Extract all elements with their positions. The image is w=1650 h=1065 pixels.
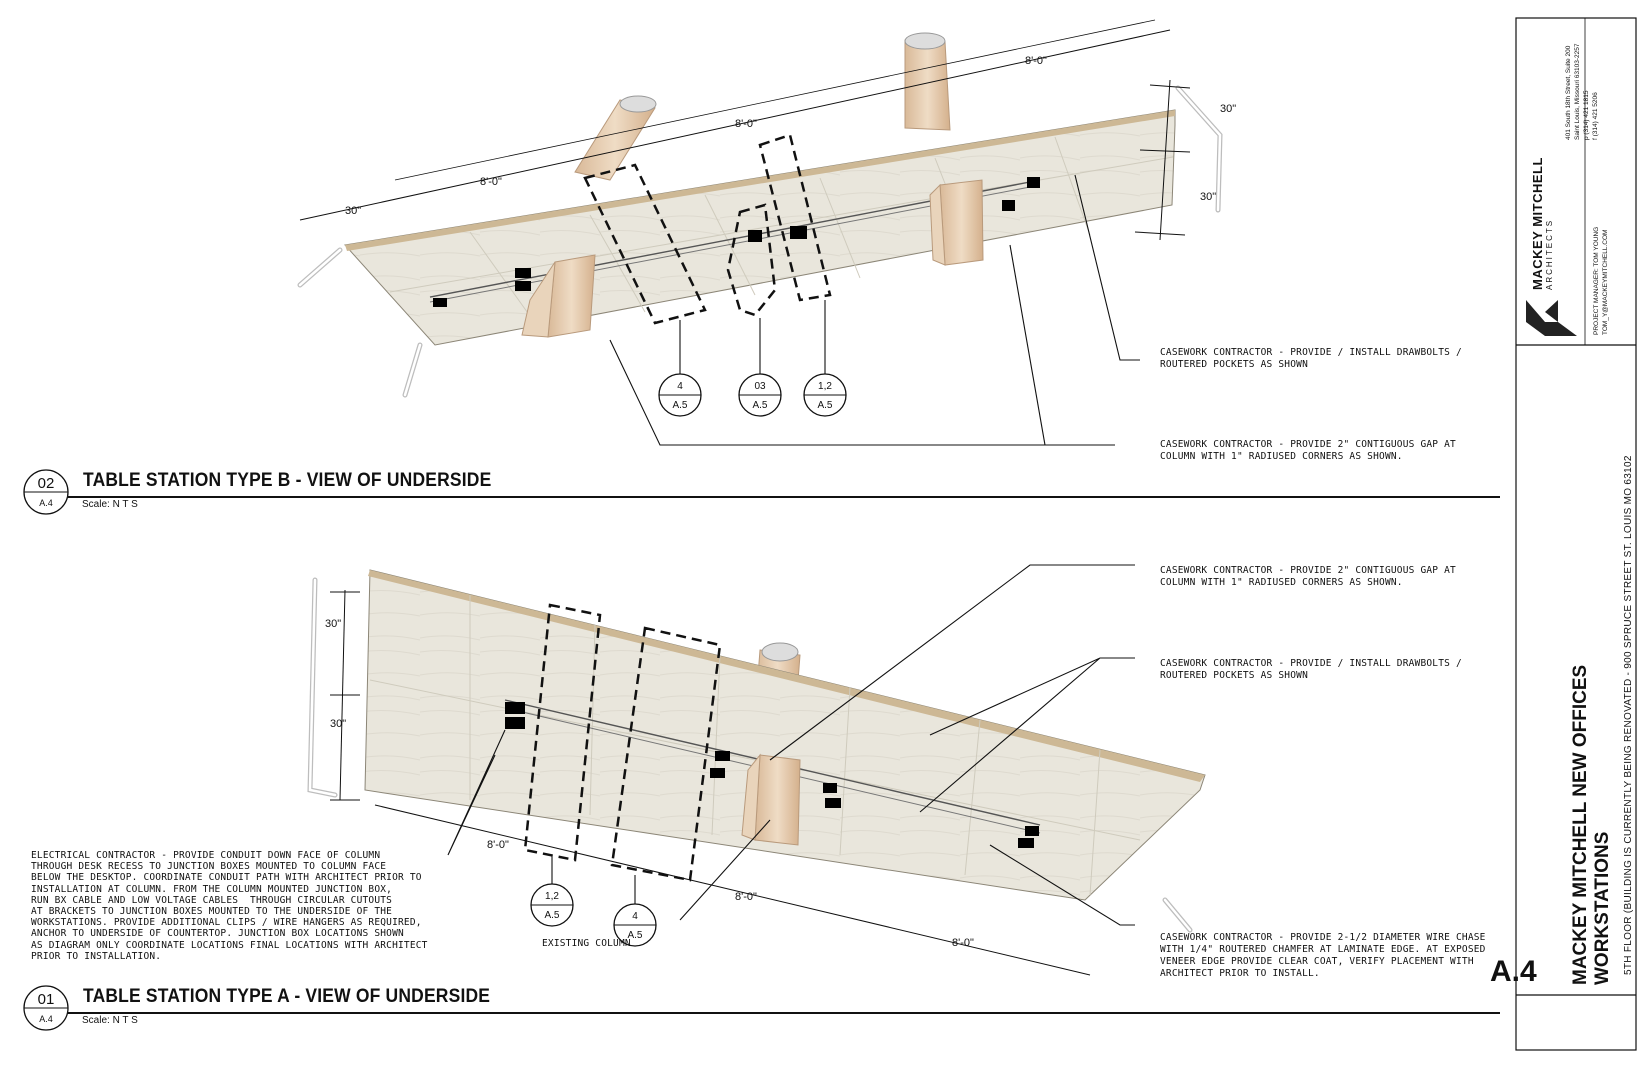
view-a-dim-8ft-3: 8'-0": [952, 937, 974, 949]
view-a-note-existing-column: EXISTING COLUMN: [542, 938, 631, 949]
view-b-note-column-gap: CASEWORK CONTRACTOR - PROVIDE 2" CONTIGU…: [1160, 439, 1456, 462]
view-b-dim-8ft-3: 8'-0": [1025, 55, 1047, 67]
project-subtitle: 5TH FLOOR (BUILDING IS CURRENTLY BEING R…: [1623, 455, 1634, 975]
view-b-callout-3-top: 1,2: [818, 381, 832, 392]
address-line-4: f (314) 421 5206: [1592, 92, 1599, 140]
view-a-callout-1-top: 1,2: [545, 891, 559, 902]
firm-sub: ARCHITECTS: [1545, 218, 1554, 290]
view-a-number: 01: [38, 991, 55, 1008]
sheet-rules: [67, 17, 1637, 1051]
view-a-dim-8ft-1: 8'-0": [487, 839, 509, 851]
view-a-dim-8ft-2: 8'-0": [735, 891, 757, 903]
view-a-note-wire-chase: CASEWORK CONTRACTOR - PROVIDE 2-1/2 DIAM…: [1160, 932, 1486, 979]
view-b-dim-30-bottom: 30": [1200, 191, 1216, 203]
firm-name: MACKEY MITCHELL: [1530, 157, 1545, 290]
contact-line-1: PROJECT MANAGER: TOM YOUNG: [1593, 226, 1600, 335]
address-line-3: p (314) 421 1815: [1583, 90, 1590, 140]
sheet-number: A.4: [1490, 955, 1537, 988]
view-b-junction-boxes: [433, 177, 1040, 307]
view-a-scale: Scale: N T S: [82, 1015, 138, 1026]
view-a-sheet-ref: A.4: [39, 1014, 53, 1024]
view-a-dim-30-top: 30": [325, 618, 341, 630]
view-a-note-column-gap: CASEWORK CONTRACTOR - PROVIDE 2" CONTIGU…: [1160, 565, 1456, 588]
view-b-column-front: [521, 179, 984, 338]
view-a-junction-boxes: [505, 702, 1039, 848]
view-b-callout-2-top: 03: [754, 381, 766, 392]
project-title-line-1: MACKEY MITCHELL NEW OFFICES: [1570, 664, 1591, 985]
view-b-dim-30-left: 30": [345, 205, 361, 217]
view-a-title: TABLE STATION TYPE A - VIEW OF UNDERSIDE: [83, 986, 491, 1007]
view-a-dimension-lines: [330, 589, 1091, 976]
firm-contact: PROJECT MANAGER: TOM YOUNG TOM_Y@MACKEYM…: [1592, 227, 1610, 335]
view-b-dim-8ft-2: 8'-0": [735, 118, 757, 130]
view-a-callout-2-bottom: A.5: [627, 930, 642, 941]
view-b-drawing: [297, 19, 1223, 398]
view-a-dim-30-bottom: 30": [330, 718, 346, 730]
address-line-1: 401 South 18th Street, Suite 200: [1565, 45, 1572, 140]
view-b-scale: Scale: N T S: [82, 499, 138, 510]
project-title-block: MACKEY MITCHELL NEW OFFICES WORKSTATIONS: [1570, 665, 1614, 985]
view-b-dim-8ft-1: 8'-0": [480, 176, 502, 188]
view-a-column-front: [741, 753, 801, 846]
leader-lines: [447, 174, 1140, 926]
view-a-callout-1-bottom: A.5: [544, 910, 559, 921]
view-b-dimension-lines: [299, 19, 1191, 241]
view-b-number: 02: [38, 475, 55, 492]
view-a-callout-2-top: 4: [632, 911, 638, 922]
view-b-callout-1-bottom: A.5: [672, 400, 687, 411]
contact-line-2: TOM_Y@MACKEYMITCHELL.COM: [1602, 229, 1609, 335]
view-b-callout-2-bottom: A.5: [752, 400, 767, 411]
firm-name-block: MACKEY MITCHELL ARCHITECTS: [1530, 157, 1554, 290]
address-line-2: Saint Louis, Missouri 63103-2257: [1574, 43, 1581, 140]
view-a-desktop: [364, 569, 1206, 901]
view-a-drawing: [307, 569, 1206, 976]
view-b-title: TABLE STATION TYPE B - VIEW OF UNDERSIDE: [83, 470, 492, 491]
view-b-note-drawbolts: CASEWORK CONTRACTOR - PROVIDE / INSTALL …: [1160, 347, 1462, 370]
view-a-note-drawbolts: CASEWORK CONTRACTOR - PROVIDE / INSTALL …: [1160, 658, 1462, 681]
view-a-note-electrical: ELECTRICAL CONTRACTOR - PROVIDE CONDUIT …: [31, 850, 428, 962]
firm-logo: [1526, 300, 1577, 336]
view-b-sheet-ref: A.4: [39, 498, 53, 508]
view-b-column-back: [574, 32, 951, 181]
firm-address: 401 South 18th Street, Suite 200 Saint L…: [1564, 44, 1600, 140]
view-b-callout-1-top: 4: [677, 381, 683, 392]
view-b-callout-3-bottom: A.5: [817, 400, 832, 411]
project-title-line-2: WORKSTATIONS: [1592, 831, 1613, 985]
view-b-detail-zones: [583, 133, 832, 325]
view-b-dim-30-top: 30": [1220, 103, 1236, 115]
